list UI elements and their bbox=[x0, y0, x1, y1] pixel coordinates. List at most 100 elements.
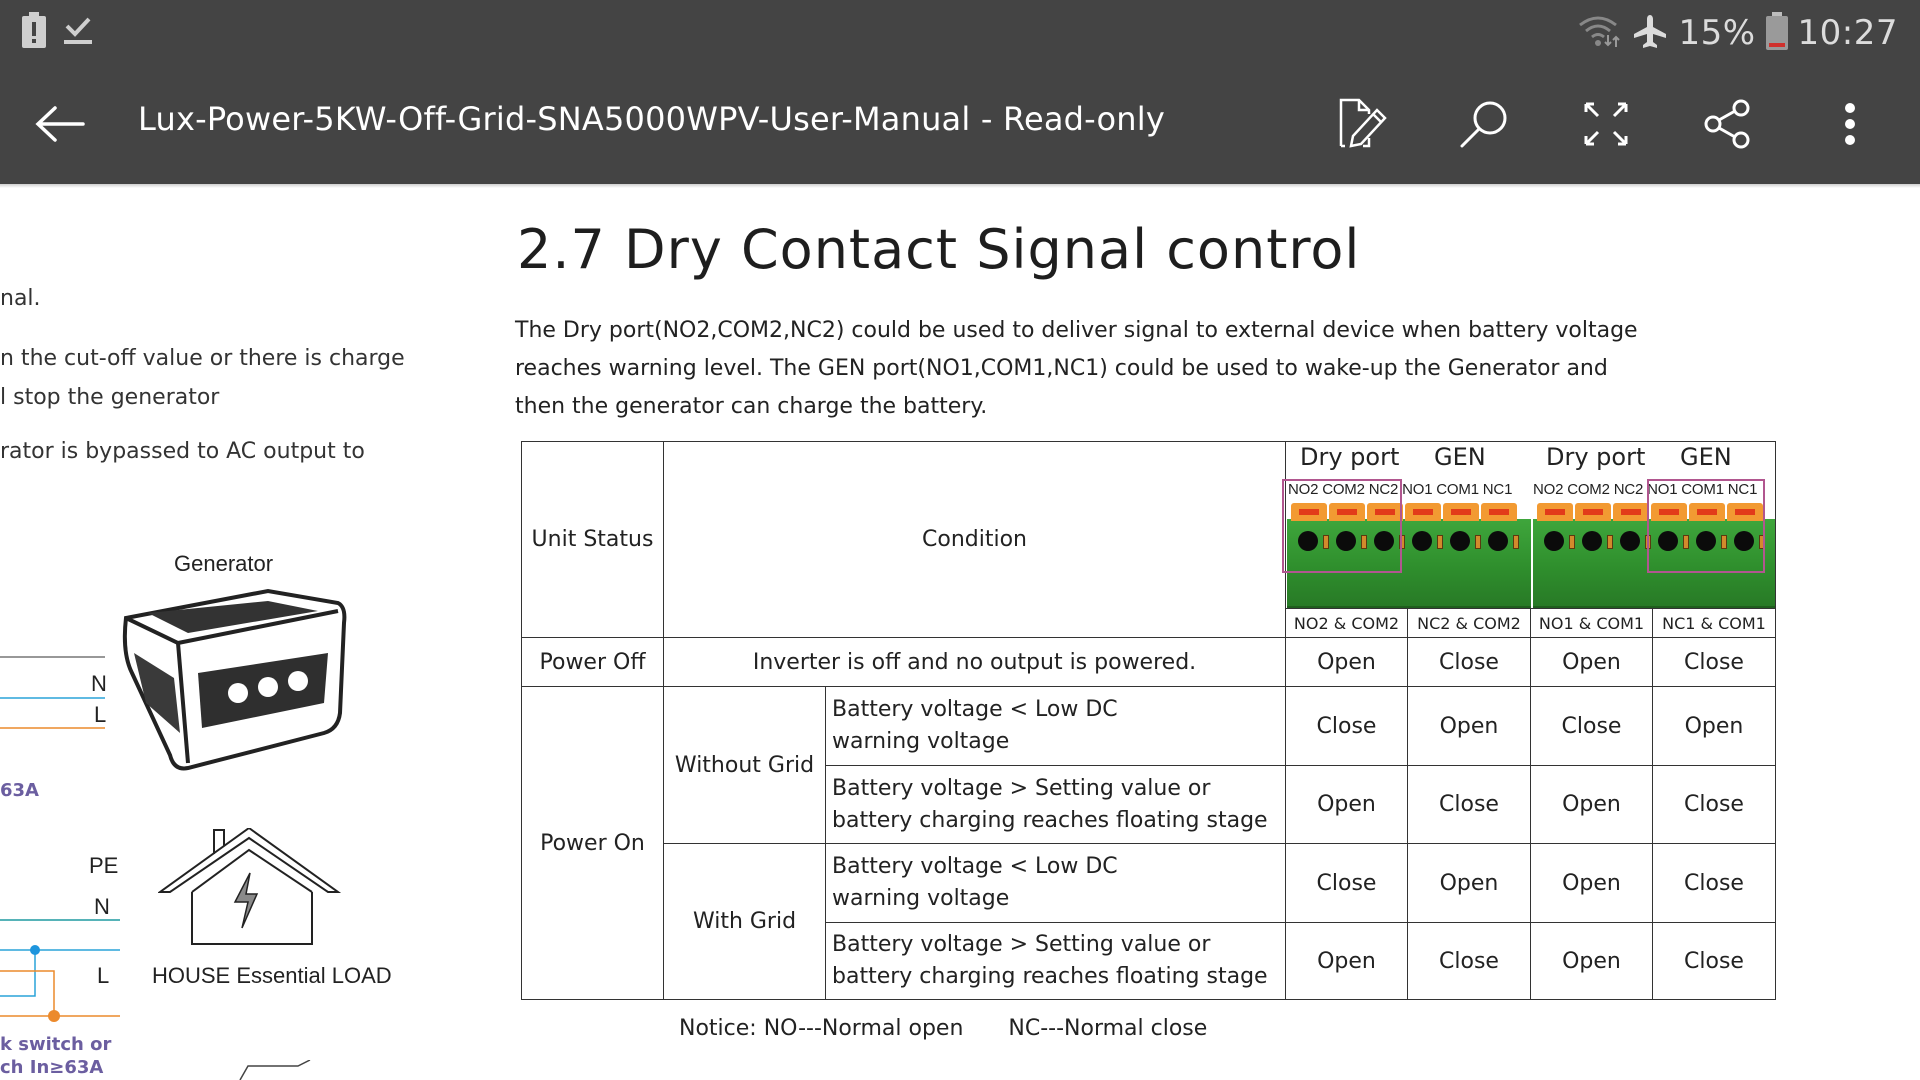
wifi-icon bbox=[1578, 13, 1622, 54]
load-label: HOUSE Essential LOAD bbox=[152, 963, 392, 988]
gen-label: GEN bbox=[1680, 443, 1732, 471]
edit-button[interactable] bbox=[1332, 92, 1396, 156]
condition-power-off: Inverter is off and no output is powered… bbox=[663, 637, 1286, 687]
value-cell: Open bbox=[1285, 922, 1408, 1000]
airplane-mode-icon bbox=[1632, 13, 1668, 54]
paragraph-line: The Dry port(NO2,COM2,NC2) could be used… bbox=[515, 318, 1638, 343]
pin-labels: NO2 COM2 NC2 NO1 COM1 NC1 bbox=[1533, 481, 1758, 498]
grid-with-grid: With Grid bbox=[663, 843, 826, 1000]
arrow-left-icon bbox=[35, 106, 85, 142]
dry-contact-table: Unit Status Condition Dry port GEN NO2 C… bbox=[521, 441, 1776, 1000]
condition-line: Battery voltage < Low DC bbox=[832, 854, 1118, 879]
notice-nc: NC---Normal close bbox=[1008, 1016, 1208, 1041]
value-cell: Open bbox=[1530, 843, 1653, 923]
grid-without-grid: Without Grid bbox=[663, 686, 826, 844]
condition-line: warning voltage bbox=[832, 886, 1010, 911]
paragraph-line: reaches warning level. The GEN port(NO1,… bbox=[515, 356, 1608, 381]
fullscreen-button[interactable] bbox=[1574, 92, 1638, 156]
notice-no: Notice: NO---Normal open bbox=[679, 1016, 964, 1041]
gen-label: GEN bbox=[1434, 443, 1486, 471]
search-button[interactable] bbox=[1452, 92, 1516, 156]
value-cell: Close bbox=[1407, 637, 1531, 687]
value-cell: Open bbox=[1530, 922, 1653, 1000]
left-text-line: rator is bypassed to AC output to bbox=[0, 439, 365, 464]
value-cell: Close bbox=[1407, 922, 1531, 1000]
more-options-icon bbox=[1845, 103, 1855, 145]
document-title: Lux-Power-5KW-Off-Grid-SNA5000WPV-User-M… bbox=[138, 100, 1165, 138]
terminal-block-image bbox=[1533, 519, 1775, 609]
battery-low-icon bbox=[1765, 11, 1788, 55]
value-cell: Close bbox=[1652, 637, 1776, 687]
battery-percent: 15% bbox=[1678, 13, 1756, 53]
house-icon bbox=[158, 828, 342, 945]
battery-alert-icon bbox=[22, 11, 46, 53]
unit-status-power-off: Power Off bbox=[521, 637, 664, 687]
left-text-line: l stop the generator bbox=[0, 385, 220, 410]
value-cell: Open bbox=[1285, 637, 1408, 687]
wire-label-l: L bbox=[97, 963, 110, 988]
section-title: 2.7 Dry Contact Signal control bbox=[517, 218, 1361, 281]
wiring-diagram bbox=[0, 656, 120, 1022]
value-cell: Close bbox=[1285, 686, 1408, 766]
value-cell: Open bbox=[1407, 686, 1531, 766]
intro-paragraph: The Dry port(NO2,COM2,NC2) could be used… bbox=[515, 312, 1775, 426]
wire-label-pe: PE bbox=[89, 853, 119, 878]
condition-line: warning voltage bbox=[832, 729, 1010, 754]
header-condition: Condition bbox=[663, 441, 1286, 638]
edit-icon bbox=[1339, 98, 1387, 148]
col-header-nc1-com1: NC1 & COM1 bbox=[1652, 608, 1776, 638]
notice: Notice: NO---Normal open NC---Normal clo… bbox=[679, 1016, 1245, 1041]
condition-line: Battery voltage > Setting value or bbox=[832, 932, 1211, 957]
col-header-no2-com2: NO2 & COM2 bbox=[1285, 608, 1408, 638]
condition-cell: Battery voltage < Low DC warning voltage bbox=[825, 843, 1286, 923]
share-icon bbox=[1704, 99, 1750, 149]
value-cell: Open bbox=[1530, 637, 1653, 687]
dry-port-label: Dry port bbox=[1300, 443, 1400, 471]
value-cell: Open bbox=[1530, 765, 1653, 844]
value-cell: Open bbox=[1285, 765, 1408, 844]
value-cell: Open bbox=[1652, 686, 1776, 766]
app-bar-shadow bbox=[0, 184, 1920, 188]
col-header-nc2-com2: NC2 & COM2 bbox=[1407, 608, 1531, 638]
toolbar: Lux-Power-5KW-Off-Grid-SNA5000WPV-User-M… bbox=[0, 82, 1920, 166]
app-bar: 15% 10:27 Lux-Power-5KW-Off-Grid-SNA5000… bbox=[0, 0, 1920, 184]
dry-port-label: Dry port bbox=[1546, 443, 1646, 471]
condition-cell: Battery voltage < Low DC warning voltage bbox=[825, 686, 1286, 766]
value-cell: Close bbox=[1652, 765, 1776, 844]
share-button[interactable] bbox=[1696, 92, 1760, 156]
condition-line: battery charging reaches floating stage bbox=[832, 964, 1268, 989]
condition-line: Battery voltage < Low DC bbox=[832, 697, 1118, 722]
unit-status-power-on: Power On bbox=[521, 686, 664, 1000]
value-cell: Close bbox=[1652, 922, 1776, 1000]
value-cell: Open bbox=[1407, 843, 1531, 923]
download-done-icon bbox=[64, 14, 92, 51]
switch-note-line: ch In≥63A bbox=[0, 1057, 104, 1078]
value-cell: Close bbox=[1407, 765, 1531, 844]
document-viewport[interactable]: nal. n the cut-off value or there is cha… bbox=[0, 188, 1920, 1080]
fullscreen-icon bbox=[1584, 102, 1628, 146]
back-button[interactable] bbox=[30, 94, 90, 154]
more-options-button[interactable] bbox=[1818, 92, 1882, 156]
value-cell: Close bbox=[1652, 843, 1776, 923]
col-header-no1-com1: NO1 & COM1 bbox=[1530, 608, 1653, 638]
value-cell: Close bbox=[1285, 843, 1408, 923]
condition-cell: Battery voltage > Setting value or batte… bbox=[825, 922, 1286, 1000]
clock: 10:27 bbox=[1797, 13, 1898, 53]
switch-symbol-icon bbox=[239, 1060, 311, 1080]
switch-note-line: k switch or bbox=[0, 1034, 112, 1055]
condition-line: Battery voltage > Setting value or bbox=[832, 775, 1211, 801]
search-icon bbox=[1460, 101, 1507, 148]
status-bar-right: 15% 10:27 bbox=[1578, 8, 1898, 58]
generator-label: Generator bbox=[174, 551, 274, 576]
paragraph-line: then the generator can charge the batter… bbox=[515, 394, 988, 419]
condition-cell: Battery voltage > Setting value or batte… bbox=[825, 765, 1286, 844]
highlight-gen-port bbox=[1647, 479, 1765, 573]
value-cell: Close bbox=[1530, 686, 1653, 766]
wire-label-n: N bbox=[94, 894, 110, 919]
wire-label-n: N bbox=[91, 671, 107, 696]
wire-label-l: L bbox=[94, 702, 107, 727]
breaker-rating: 63A bbox=[0, 780, 39, 801]
header-unit-status: Unit Status bbox=[521, 441, 664, 638]
generator-icon bbox=[122, 588, 347, 771]
left-text-line: nal. bbox=[0, 286, 41, 311]
